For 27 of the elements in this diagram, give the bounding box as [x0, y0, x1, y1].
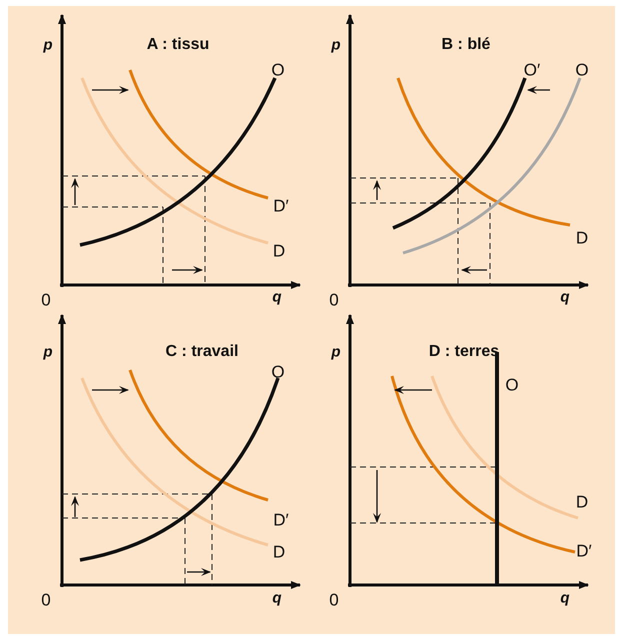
origin-label: 0	[41, 592, 51, 608]
axis-label: q	[560, 590, 570, 606]
curve-label: O	[505, 376, 519, 394]
curve-label: D	[576, 230, 588, 246]
axis-label: p	[331, 344, 341, 360]
curve-label: D	[272, 242, 286, 260]
curve-label: D′	[273, 198, 289, 214]
panel-title: C : travail	[166, 344, 238, 360]
curve-label: O′	[524, 62, 540, 78]
curve-label: O	[271, 62, 285, 78]
axis-label: q	[272, 590, 282, 606]
curve-label: D	[272, 544, 286, 560]
curve-label: O	[575, 62, 589, 78]
axis-label: q	[560, 290, 570, 304]
curve-label: D′	[576, 542, 592, 560]
panel-title: A : tissu	[146, 37, 210, 53]
curve-label: O	[271, 364, 285, 380]
origin-label: 0	[329, 592, 339, 608]
axis-label: p	[43, 344, 53, 360]
axis-label: q	[272, 290, 282, 304]
origin-label: 0	[329, 292, 339, 308]
axis-label: p	[43, 38, 53, 52]
panel-title: B : blé	[442, 37, 490, 53]
curve-label: D′	[273, 512, 289, 528]
axis-label: p	[331, 38, 341, 52]
origin-label: 0	[41, 292, 51, 308]
curve-label: D	[576, 494, 588, 510]
